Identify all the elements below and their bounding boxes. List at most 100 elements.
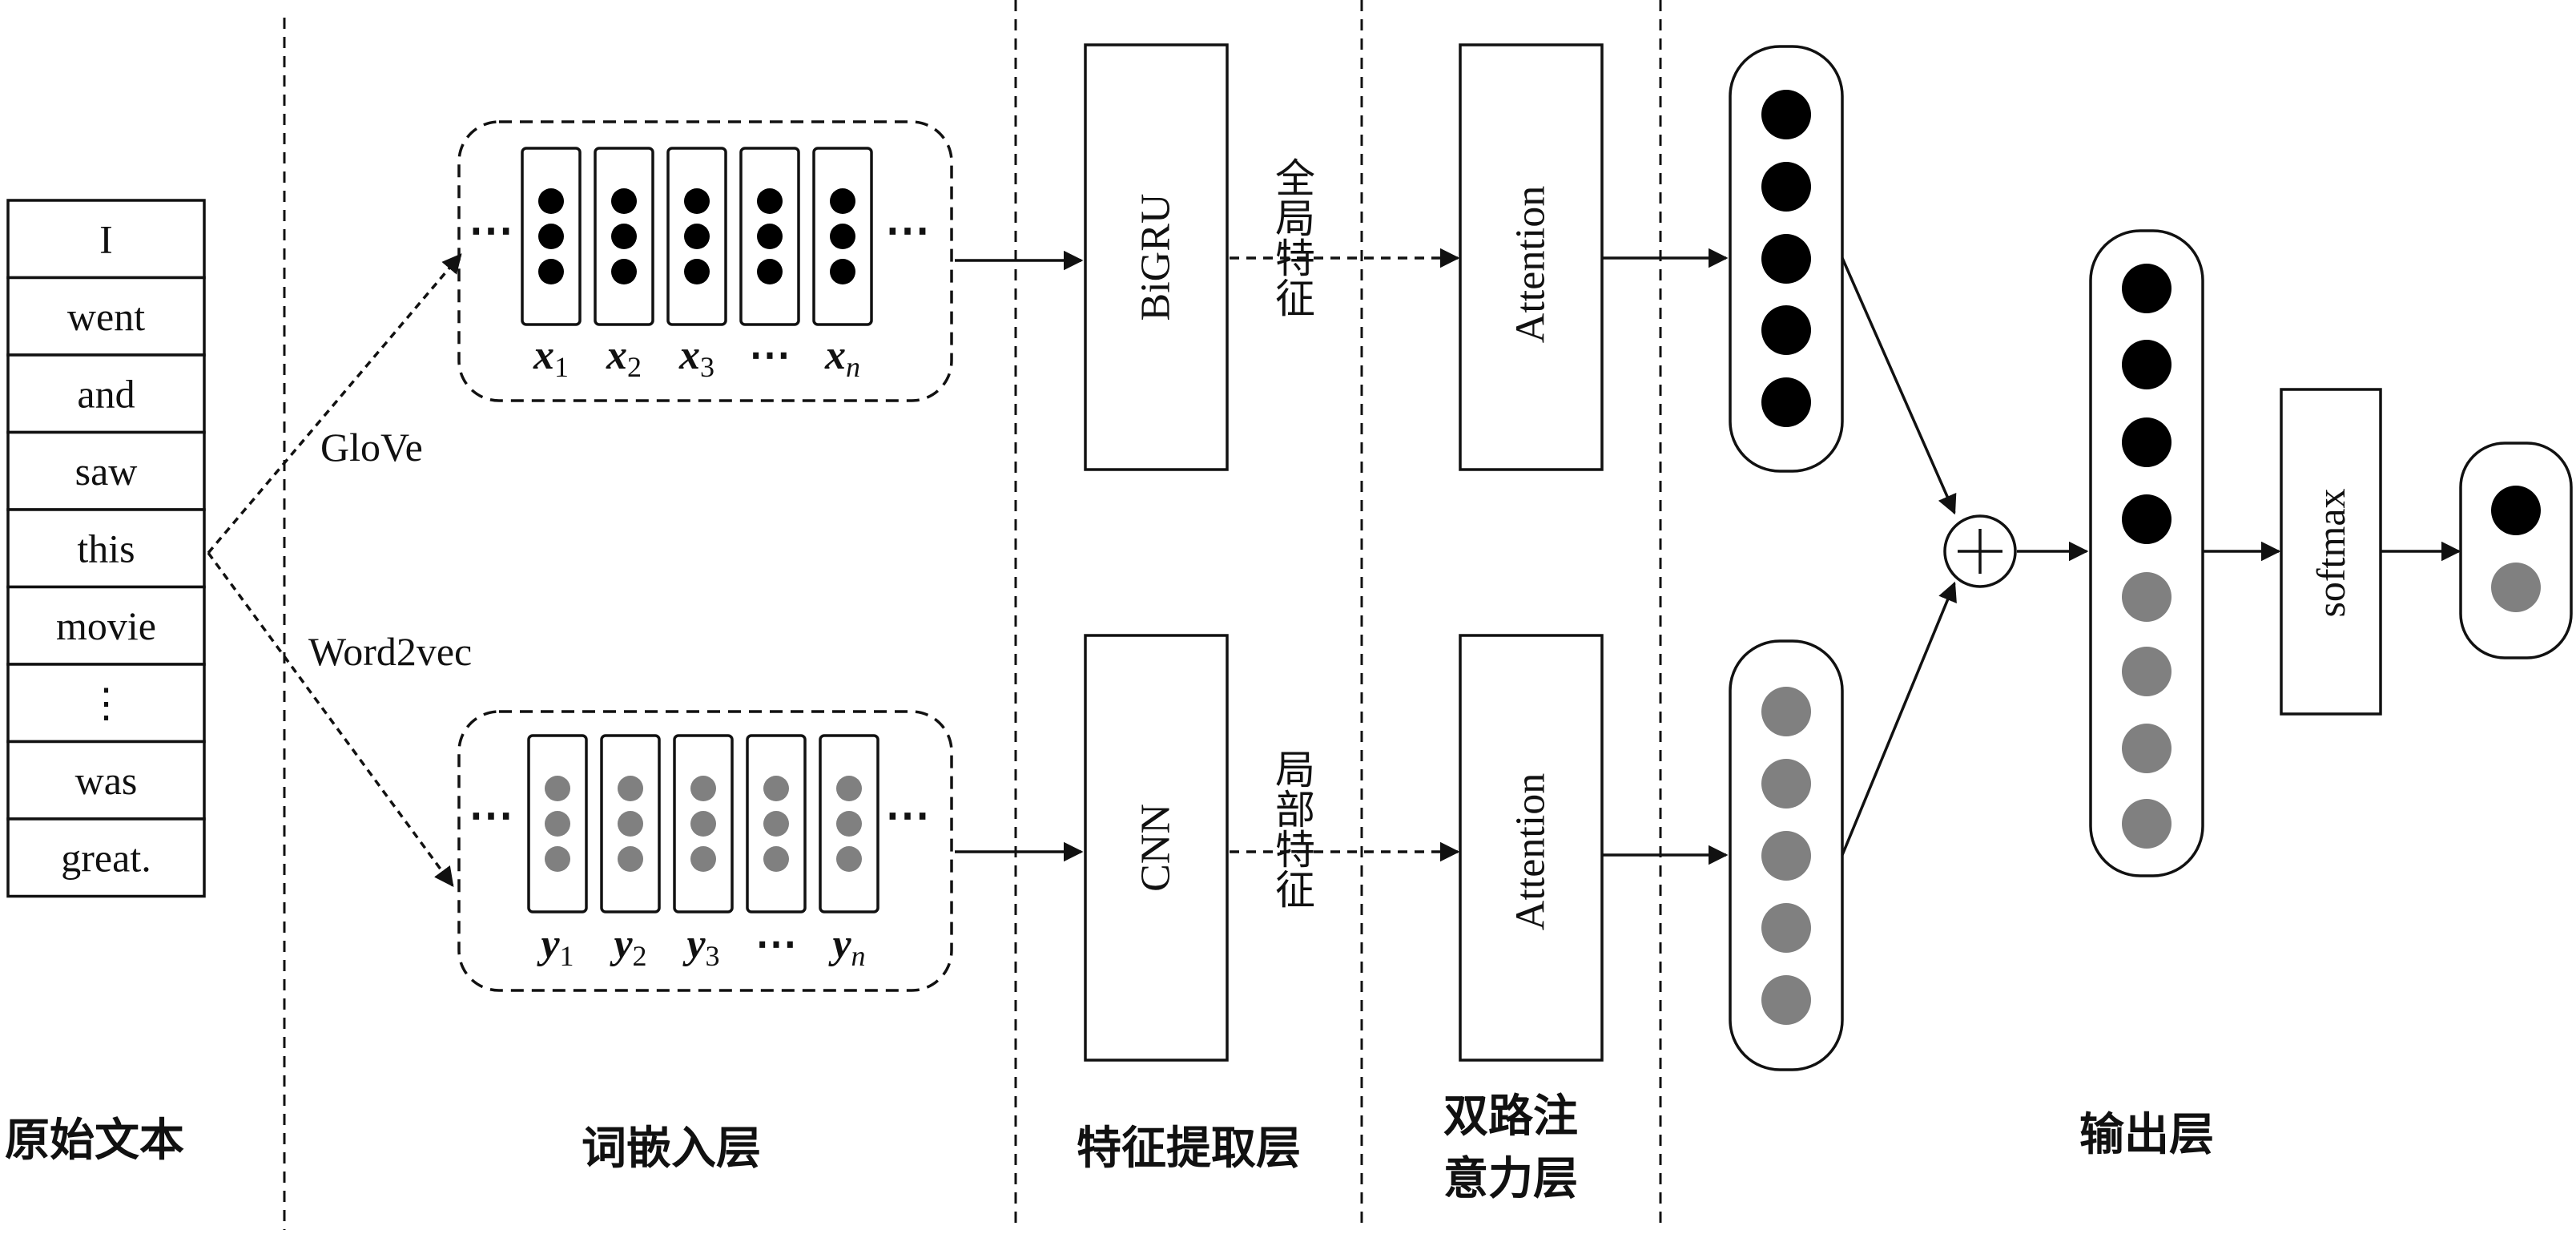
word2vec-label: Word2vec (308, 629, 472, 674)
feature-char: 征 (1275, 276, 1315, 322)
word2vec-vector-dot (690, 846, 716, 872)
section-label-output: 输出层 (2079, 1109, 2214, 1161)
glove-label: GloVe (320, 425, 423, 470)
word-cell-border (6, 508, 206, 589)
feature-char: 特 (1275, 236, 1315, 282)
final-output-vector (2459, 442, 2573, 659)
word2vec-vector-dot (618, 776, 643, 801)
glove-vector-label-base: x (678, 333, 700, 378)
section-label-embedding: 词嵌入层 (582, 1123, 761, 1175)
word-cell: ⋮ (6, 663, 206, 744)
word-text: ⋮ (87, 680, 127, 725)
local-to-concat-arrow (1841, 581, 1957, 856)
vector-dot (2122, 340, 2171, 389)
word2vec-vector-label-base: y (682, 921, 706, 967)
vector-dot (1761, 377, 1811, 427)
glove-vector-dot (830, 259, 855, 284)
vector-dot (1761, 975, 1811, 1025)
vector-dot (1761, 90, 1811, 139)
vector-dot (1761, 759, 1811, 809)
glove-vector-label-sub: 3 (700, 351, 714, 383)
global-output-dots (1761, 90, 1811, 427)
word2vec-left-dots: ⋯ (469, 791, 513, 841)
word2vec-vector (527, 734, 588, 913)
word-cell: I (6, 199, 206, 280)
word-cell-border (6, 585, 206, 666)
word2vec-vector-dot (545, 846, 570, 872)
glove-vector-label-base: x (824, 333, 846, 378)
vector-dot (2122, 799, 2171, 849)
glove-vector-dot (757, 259, 783, 284)
glove-vector (521, 147, 582, 326)
glove-vector-label: ⋯ (749, 333, 791, 378)
word2vec-vector-dot (690, 776, 716, 801)
vector-dot (2122, 417, 2171, 467)
glove-vector-label-sub: 1 (554, 351, 569, 383)
glove-vector-dot (684, 188, 710, 214)
vector-dot (2122, 647, 2171, 696)
vector-dot (2122, 264, 2171, 313)
word-text: I (99, 216, 113, 261)
word2vec-vector-label: y2 (609, 921, 646, 972)
vector-dot (2122, 724, 2171, 773)
section-label-attention-line2: 意力层 (1443, 1153, 1578, 1205)
glove-vector (812, 147, 873, 326)
glove-vector-label-base: x (606, 333, 627, 378)
word-text: great. (61, 835, 151, 880)
word-cell-border (6, 817, 206, 898)
word2vec-vector-dot (763, 846, 789, 872)
attention-to-output-arrows (1602, 248, 1729, 865)
section-dividers (283, 0, 1662, 1230)
word-cell: was (6, 740, 206, 821)
word-cell-border (6, 276, 206, 357)
word2vec-vector (600, 734, 661, 913)
word2vec-vector-dot (618, 846, 643, 872)
word-text: movie (56, 603, 156, 648)
fused-vector (2089, 229, 2204, 877)
word-text: was (75, 758, 138, 803)
vector-dot (1761, 831, 1811, 881)
word2vec-vector-label-base: y (609, 921, 633, 967)
attention-box-top (1459, 43, 1604, 471)
feature-char: 征 (1275, 867, 1315, 913)
glove-arrow (207, 253, 462, 554)
glove-vector (666, 147, 727, 326)
glove-vector-label: xn (824, 333, 860, 383)
word2vec-vector-dot (763, 776, 789, 801)
glove-vector-dot (538, 224, 564, 249)
word2vec-vector-dot (618, 811, 643, 837)
cnn-box (1084, 634, 1229, 1062)
feature-to-attention-arrows (1230, 248, 1460, 862)
attention-label-top: Attention (1508, 186, 1554, 343)
word2vec-vector-label-base: ⋯ (755, 921, 797, 967)
glove-vector-dot (611, 224, 637, 249)
word2vec-vector (819, 734, 879, 913)
glove-embedding-box (457, 120, 953, 402)
bigru-label: BiGRU (1133, 194, 1179, 321)
vector-dot (2122, 494, 2171, 544)
glove-vector-dot (830, 224, 855, 249)
word2vec-vector-label-sub: n (851, 940, 866, 972)
vector-dot (1761, 234, 1811, 284)
glove-vector-dot (757, 224, 783, 249)
cnn-label: CNN (1133, 804, 1179, 892)
word-text: saw (75, 449, 138, 494)
concat-arrows (1841, 257, 2461, 856)
fused-vector-dots (2122, 264, 2171, 849)
word-text: and (77, 371, 135, 416)
word2vec-vector-label: ⋯ (755, 921, 797, 967)
vector-dot (1761, 903, 1811, 953)
word-cell: went (6, 276, 206, 357)
glove-vector (739, 147, 800, 326)
word-text: went (67, 294, 145, 339)
glove-vector (594, 147, 654, 326)
word2vec-vector-label-base: y (827, 921, 851, 967)
word2vec-vector-label-sub: 3 (706, 940, 720, 972)
word2vec-vector-label-sub: 1 (560, 940, 574, 972)
word2vec-vector-dot (545, 811, 570, 837)
